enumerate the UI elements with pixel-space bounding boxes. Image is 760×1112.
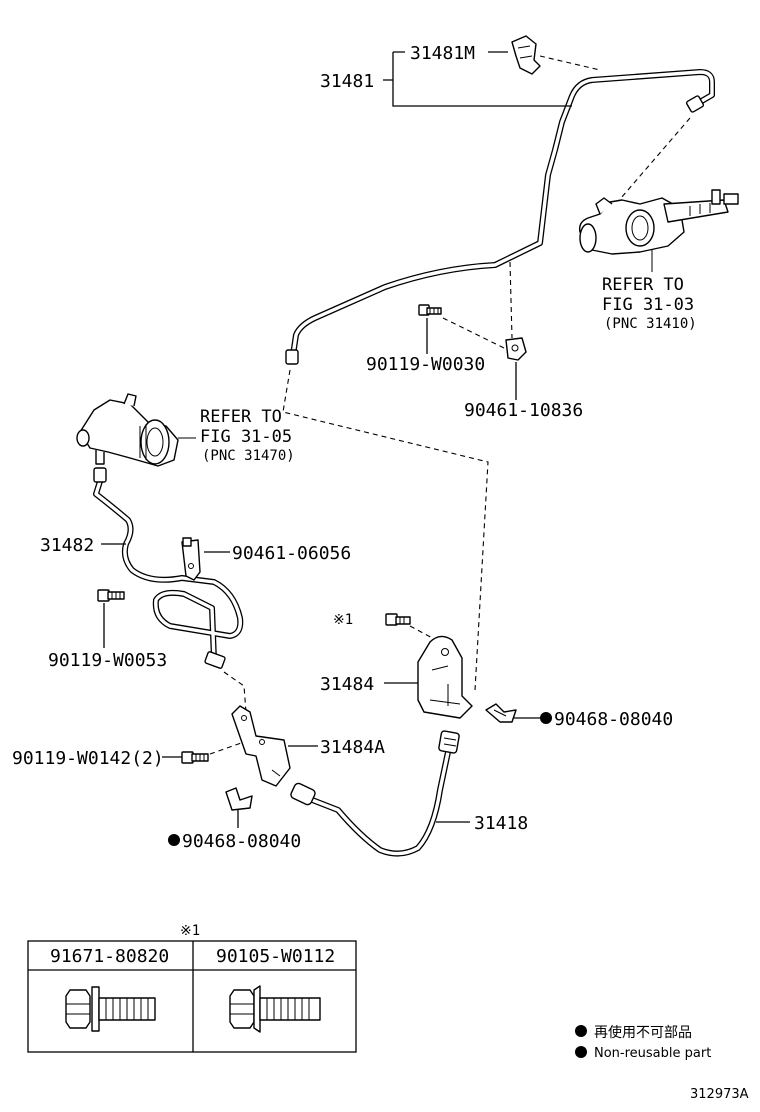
- bolt-note1-icon[interactable]: [385, 613, 411, 626]
- ref-master-line1: REFER TO: [602, 275, 684, 295]
- label-31482: 31482: [40, 535, 94, 556]
- bolt-90119-w0030-icon[interactable]: [418, 304, 442, 316]
- figure-id: 312973A: [690, 1087, 749, 1102]
- legend-dot-1: [575, 1025, 587, 1037]
- note-mark-label: ※1: [333, 612, 353, 628]
- clutch-pipe-31481[interactable]: [285, 69, 715, 365]
- table-note-mark: ※1: [180, 923, 200, 939]
- clutch-pipe-31482[interactable]: [93, 467, 244, 669]
- ref-master-line3: (PNC 31410): [604, 316, 697, 332]
- ref-master-line2: FIG 31-03: [602, 295, 694, 315]
- bracket-31484-icon[interactable]: [417, 635, 473, 719]
- label-31481m: 31481M: [410, 43, 475, 64]
- ref-release-line1: REFER TO: [200, 407, 282, 427]
- label-90119-w0053: 90119-W0053: [48, 650, 167, 671]
- legend-jp: 再使用不可部品: [594, 1024, 692, 1041]
- clamp-90461-06056-icon[interactable]: [181, 537, 201, 581]
- legend-dot-2: [575, 1046, 587, 1058]
- table-col2-header: 90105-W0112: [216, 946, 335, 967]
- clamp-90468-08040-left-icon[interactable]: [225, 787, 253, 811]
- bolt-table: [27, 940, 357, 1053]
- label-31484a: 31484A: [320, 737, 385, 758]
- table-col1-header: 91671-80820: [50, 946, 169, 967]
- label-90468-08040-left: 90468-08040: [182, 831, 301, 852]
- clamp-90468-08040-right-icon[interactable]: [485, 703, 517, 723]
- nonreusable-dot-right: [540, 712, 552, 724]
- label-90119-w0030: 90119-W0030: [366, 354, 485, 375]
- leader-31481: [383, 51, 572, 107]
- clamp-90461-10836-icon[interactable]: [505, 337, 527, 361]
- bolt-90105-w0112-icon: [229, 985, 321, 1033]
- label-31418: 31418: [474, 813, 528, 834]
- bracket-31484a-icon[interactable]: [231, 705, 291, 787]
- bolt-91671-80820-icon: [65, 986, 156, 1032]
- bolt-90119-w0053-icon[interactable]: [97, 589, 125, 602]
- label-90468-08040-right: 90468-08040: [554, 709, 673, 730]
- label-90119-w0142: 90119-W0142(2): [12, 748, 164, 769]
- legend-en: Non-reusable part: [594, 1046, 711, 1061]
- label-90461-06056: 90461-06056: [232, 543, 351, 564]
- release-cylinder-icon: [76, 393, 196, 467]
- ref-release-line2: FIG 31-05: [200, 427, 292, 447]
- label-31481: 31481: [320, 71, 374, 92]
- label-31484: 31484: [320, 674, 374, 695]
- bolt-90119-w0142-icon[interactable]: [181, 751, 209, 764]
- master-cylinder-icon: [578, 117, 739, 272]
- label-90461-10836: 90461-10836: [464, 400, 583, 421]
- clamp-31481m-icon[interactable]: [511, 35, 541, 75]
- flexible-hose-31418[interactable]: [290, 730, 460, 857]
- nonreusable-dot-left: [168, 834, 180, 846]
- ref-release-line3: (PNC 31470): [202, 448, 295, 464]
